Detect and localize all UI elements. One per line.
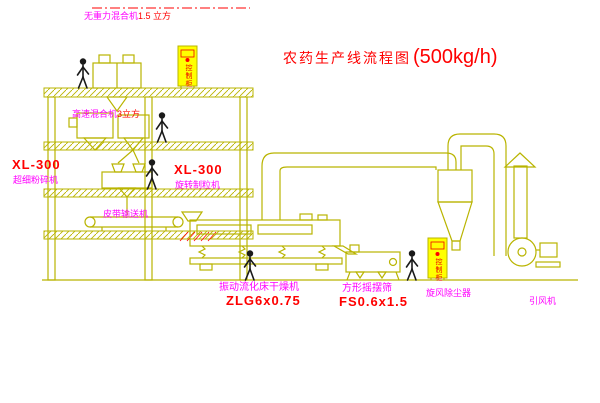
diagram-title: 农药生产线流程图 (500kg/h)	[283, 46, 498, 69]
label-fan: 引风机	[529, 296, 557, 306]
high-speed-mixer-name: 高速混合机	[72, 109, 118, 119]
high-speed-mixer-spec: 3立方	[117, 109, 141, 119]
person-4	[243, 249, 257, 281]
label-sieve-model: FS0.6x1.5	[339, 294, 408, 309]
label-granulator-model: XL-300	[174, 162, 223, 177]
square-sieve-machine	[331, 244, 401, 281]
granulator-machine	[101, 163, 153, 215]
control-cabinet-2	[427, 237, 448, 280]
exhaust-duct	[261, 152, 457, 220]
mixer-top-name: 无重力混合机	[84, 11, 139, 21]
belt-conveyor-machine	[84, 216, 184, 231]
label-cyclone: 旋风除尘器	[426, 288, 472, 298]
label-mixer-top: 无重力混合机1.5 立方	[84, 11, 172, 21]
title-capacity: (500kg/h)	[413, 46, 498, 68]
title-text: 农药生产线流程图	[283, 50, 411, 66]
label-belt-conveyor: 皮带输送机	[103, 209, 149, 219]
control-cabinet-1	[177, 45, 198, 89]
high-speed-mixer-machine	[68, 112, 114, 151]
label-pulverizer-model: XL-300	[12, 157, 61, 172]
label-dryer-name: 振动流化床干燥机	[219, 282, 299, 293]
label-high-speed-mixer: 高速混合机3立方	[72, 109, 141, 119]
fluid-bed-dryer-machine	[180, 211, 343, 271]
cabinet-1-label: 控制柜	[185, 64, 192, 88]
label-sieve-name: 方形摇摆筛	[342, 283, 392, 294]
cabinet-2-label: 控制柜	[435, 258, 442, 282]
building-structure	[43, 87, 254, 281]
label-granulator-name: 旋转制粒机	[175, 180, 221, 190]
label-dryer-model: ZLG6x0.75	[226, 293, 301, 308]
label-pulverizer-name: 超细粉碎机	[13, 175, 59, 185]
cyclone-machine	[437, 133, 507, 256]
exhaust-stack	[503, 152, 537, 239]
induced-draft-fan-machine	[507, 237, 561, 268]
pulverizer-machine	[117, 114, 150, 164]
mixer-top-spec: 1.5 立方	[138, 11, 172, 21]
person-1	[76, 57, 90, 89]
person-5	[405, 249, 419, 281]
mixer-top-machine	[92, 54, 142, 113]
person-2	[155, 111, 169, 143]
